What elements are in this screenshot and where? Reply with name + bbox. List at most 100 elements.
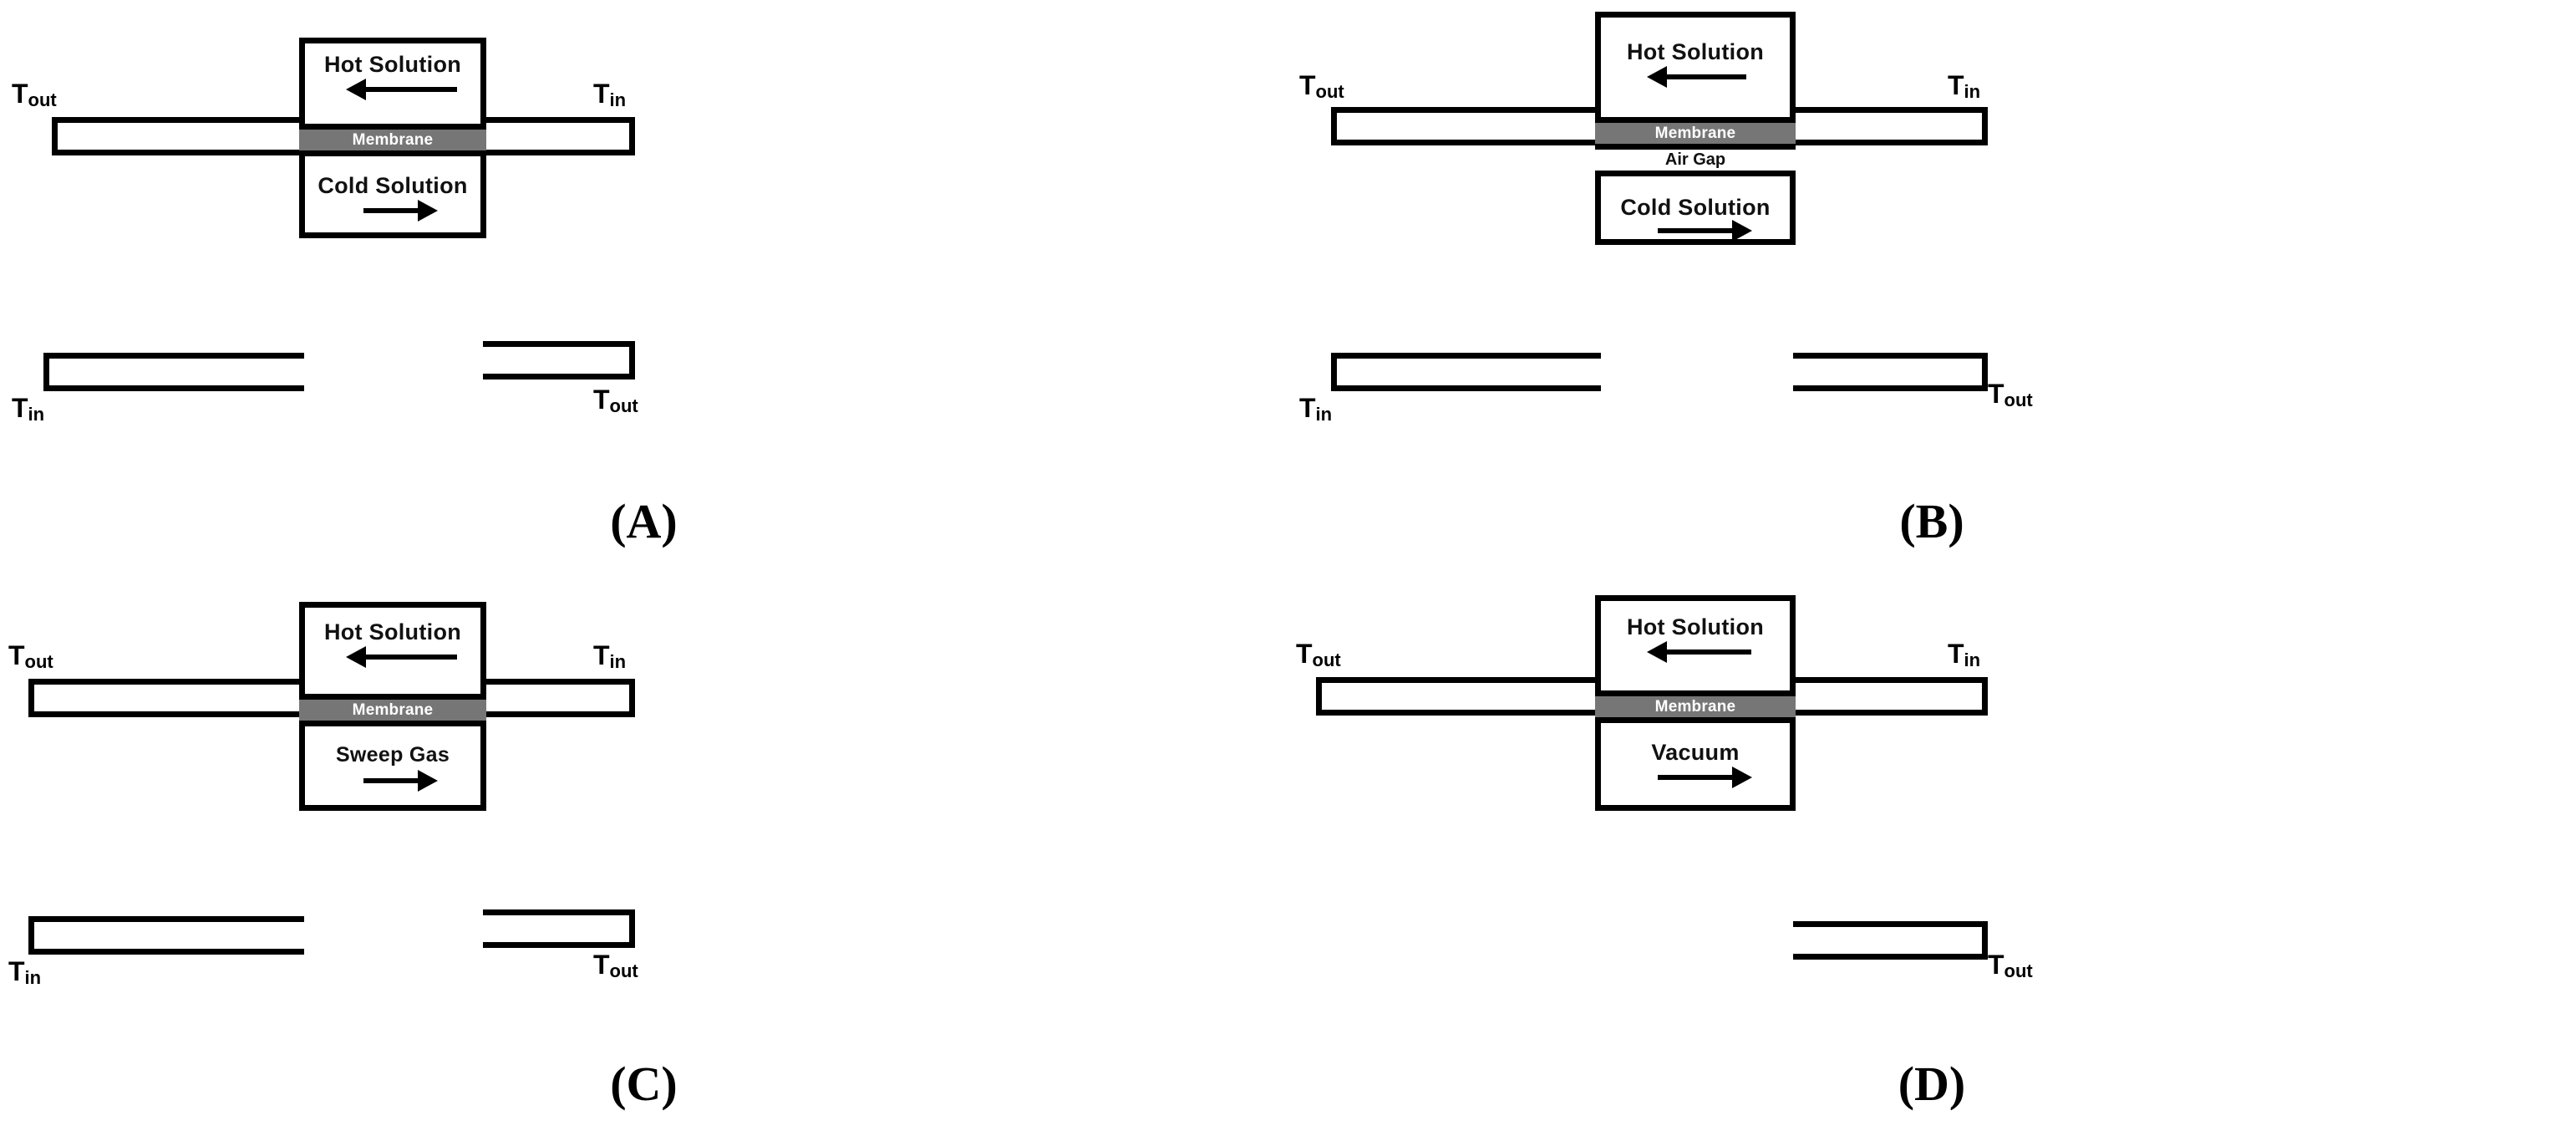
t-subscript: out: [2004, 390, 2033, 411]
panel-b-pipe-top-left: [1331, 107, 1601, 145]
panel-a-pipe-bottom-left: [43, 353, 304, 391]
panel-a-membrane-band: Membrane: [299, 124, 486, 156]
panel-d-pipe-top-right: [1793, 677, 1988, 716]
panel-b-top-chamber: Hot Solution: [1601, 18, 1790, 117]
t-symbol: T: [1948, 639, 1964, 669]
panel-b-label-bottom-left: Tin: [1299, 395, 1332, 424]
panel-c-label-bottom-left: Tin: [8, 958, 41, 987]
panel-a-module: Hot Solution Membrane Cold Solution: [299, 38, 486, 238]
panel-b-bottom-chamber: Cold Solution: [1601, 176, 1790, 242]
t-symbol: T: [1296, 639, 1313, 669]
panel-a-label-top-left: Tout: [12, 80, 57, 110]
panel-a-membrane-label: Membrane: [352, 130, 434, 149]
panel-d-membrane-band: Membrane: [1595, 690, 1796, 723]
panel-b-membrane-label: Membrane: [1654, 124, 1736, 142]
panel-b-membrane-band: Membrane: [1595, 117, 1796, 150]
arrow-shaft: [363, 208, 424, 213]
panel-b-air-gap-label: Air Gap: [1664, 150, 1726, 169]
panel-b-pipe-bottom-right: [1793, 353, 1988, 391]
panel-d: Tout Tin Tout Hot Solution Membrane: [1288, 577, 2576, 1136]
panel-d-top-chamber: Hot Solution: [1601, 601, 1790, 690]
panel-b-module: Hot Solution Membrane Air Gap Cold Solut…: [1595, 12, 1796, 245]
panel-c-top-chamber-label: Hot Solution: [323, 619, 462, 644]
arrow-head: [418, 770, 438, 792]
arrow-shaft: [360, 655, 457, 660]
panel-b-label-top-left: Tout: [1299, 72, 1344, 101]
t-symbol: T: [8, 640, 25, 670]
t-subscript: in: [28, 404, 45, 425]
t-subscript: in: [609, 651, 627, 673]
panel-a-bottom-chamber: Cold Solution: [305, 156, 480, 232]
panel-d-pipe-top-left: [1316, 677, 1601, 716]
panel-c-label-top-right: Tin: [593, 642, 626, 671]
panel-c-pipe-bottom-left: [28, 916, 304, 955]
panel-c-top-chamber: Hot Solution: [305, 608, 480, 694]
arrow-head: [418, 200, 438, 222]
arrow-head: [1732, 220, 1752, 242]
panel-b: Tout Tin Tin Tout Hot Solution: [1288, 0, 2576, 577]
arrow-shaft: [363, 778, 424, 783]
t-symbol: T: [8, 956, 25, 986]
panel-a-pipe-top-left: [52, 117, 304, 155]
t-symbol: T: [593, 79, 610, 109]
panel-a-top-chamber-label: Hot Solution: [323, 52, 462, 77]
panel-a-label-bottom-left: Tin: [12, 395, 44, 424]
panel-a-caption: (A): [610, 494, 678, 548]
panel-d-top-chamber-label: Hot Solution: [1626, 614, 1765, 639]
panel-c-label-bottom-right: Tout: [593, 951, 638, 981]
panel-d-pipe-bottom-right: [1793, 921, 1988, 960]
panel-b-pipe-bottom-left: [1331, 353, 1601, 391]
t-subscript: out: [1315, 81, 1344, 103]
t-symbol: T: [1988, 950, 2004, 980]
panel-b-bottom-chamber-label: Cold Solution: [1620, 195, 1771, 220]
panel-d-membrane-label: Membrane: [1654, 697, 1736, 716]
panel-b-top-chamber-label: Hot Solution: [1626, 39, 1765, 64]
panel-c-bottom-chamber: Sweep Gas: [305, 726, 480, 805]
t-subscript: in: [1964, 650, 1981, 671]
panel-c-membrane-label: Membrane: [352, 700, 434, 719]
panel-a-pipe-bottom-right: [483, 341, 635, 380]
t-subscript: in: [609, 89, 627, 111]
panel-c-bottom-chamber-label: Sweep Gas: [335, 743, 450, 767]
arrow-head: [346, 79, 366, 100]
panel-d-label-top-right: Tin: [1948, 640, 1980, 670]
t-subscript: out: [609, 960, 638, 982]
t-symbol: T: [593, 640, 610, 670]
panel-c-pipe-top-right: [483, 679, 635, 717]
t-symbol: T: [12, 79, 28, 109]
t-subscript: out: [609, 395, 638, 417]
arrow-shaft: [1661, 74, 1746, 79]
arrow-head: [1647, 66, 1667, 88]
panel-c-module: Hot Solution Membrane Sweep Gas: [299, 602, 486, 811]
panel-d-bottom-chamber-label: Vacuum: [1651, 740, 1740, 765]
panel-a-top-chamber: Hot Solution: [305, 43, 480, 124]
panel-a-label-bottom-right: Tout: [593, 386, 638, 415]
panel-d-bottom-chamber: Vacuum: [1601, 723, 1790, 805]
panel-d-module: Hot Solution Membrane Vacuum: [1595, 595, 1796, 811]
t-symbol: T: [593, 950, 610, 980]
t-symbol: T: [593, 385, 610, 415]
t-subscript: in: [24, 967, 42, 989]
t-subscript: out: [2004, 960, 2033, 982]
panel-d-label-bottom-right: Tout: [1988, 951, 2033, 981]
panel-b-label-top-right: Tin: [1948, 72, 1980, 101]
arrow-shaft: [1661, 650, 1751, 655]
arrow-shaft: [1658, 228, 1738, 233]
t-subscript: out: [24, 651, 53, 673]
panel-b-pipe-top-right: [1793, 107, 1988, 145]
panel-a-bottom-chamber-label: Cold Solution: [318, 173, 468, 198]
arrow-head: [346, 646, 366, 668]
t-symbol: T: [1299, 393, 1316, 423]
arrow-head: [1732, 767, 1752, 788]
panel-b-label-bottom-right: Tout: [1988, 380, 2033, 410]
panel-d-caption: (D): [1898, 1057, 1966, 1111]
panel-a-pipe-top-right: [483, 117, 635, 155]
panel-c-pipe-top-left: [28, 679, 304, 717]
panel-a: Tout Tin Tin Tout Hot Solution: [0, 0, 1288, 577]
panel-c: Tout Tin Tin Tout Hot Solution: [0, 577, 1288, 1136]
panel-c-pipe-bottom-right: [483, 909, 635, 948]
panel-c-label-top-left: Tout: [8, 642, 53, 671]
panel-c-membrane-band: Membrane: [299, 694, 486, 726]
arrow-head: [1647, 641, 1667, 663]
